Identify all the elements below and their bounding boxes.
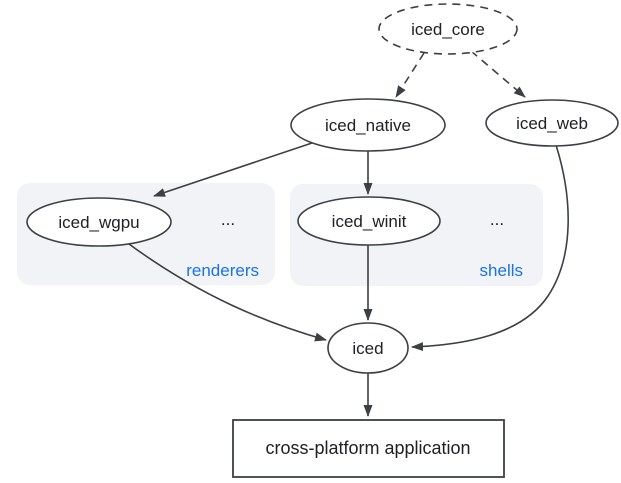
node-iced-wgpu-label: iced_wgpu — [58, 213, 139, 232]
shells-group-label: shells — [480, 261, 523, 280]
edge-iced-wgpu-to-iced — [128, 243, 327, 342]
node-iced-label: iced — [352, 339, 383, 358]
node-iced — [327, 322, 409, 374]
edge-iced-core-to-iced-native — [395, 52, 425, 98]
node-iced-web — [485, 99, 619, 147]
node-iced-wgpu — [26, 197, 172, 247]
node-iced-winit — [297, 196, 441, 246]
node-iced-native — [290, 98, 446, 152]
edge-iced-web-to-iced — [411, 144, 569, 352]
edge-iced-native-to-iced-wgpu — [153, 142, 313, 197]
node-iced-core-label: iced_core — [411, 20, 485, 39]
node-iced-native-label: iced_native — [325, 116, 411, 135]
node-iced-core — [378, 3, 518, 55]
node-iced-winit-label: iced_winit — [332, 212, 407, 231]
shells-ellipsis: ... — [490, 210, 504, 229]
node-cross-platform-application-label: cross-platform application — [265, 438, 470, 458]
node-iced-web-label: iced_web — [516, 114, 588, 133]
renderers-group-label: renderers — [186, 261, 259, 280]
edge-iced-core-to-iced-web — [470, 50, 526, 98]
renderers-ellipsis: ... — [221, 210, 235, 229]
node-cross-platform-application — [232, 419, 505, 478]
